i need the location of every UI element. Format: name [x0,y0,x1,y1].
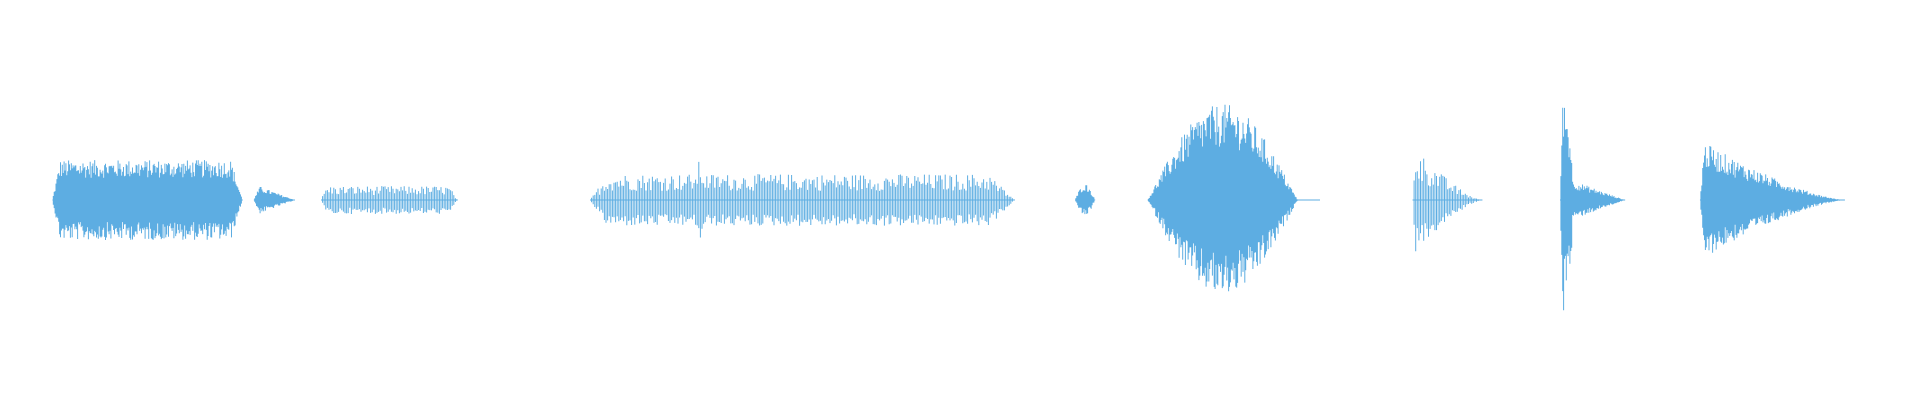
waveform-segment [1075,185,1096,215]
waveform-segment [321,186,458,214]
waveform-segment [1560,107,1626,311]
waveform-segment [1147,104,1320,292]
waveform-segments [52,104,1845,311]
waveform-segment [253,187,295,214]
waveform-segment-path [1560,107,1626,311]
waveform-segment [1699,146,1845,253]
waveform-segment [590,161,1015,238]
waveform-segment [1412,158,1483,252]
waveform-segment-path [1413,158,1482,252]
waveform-segment-path [1700,146,1845,253]
waveform-segment [52,160,243,240]
waveform-segment-path [1148,104,1298,292]
